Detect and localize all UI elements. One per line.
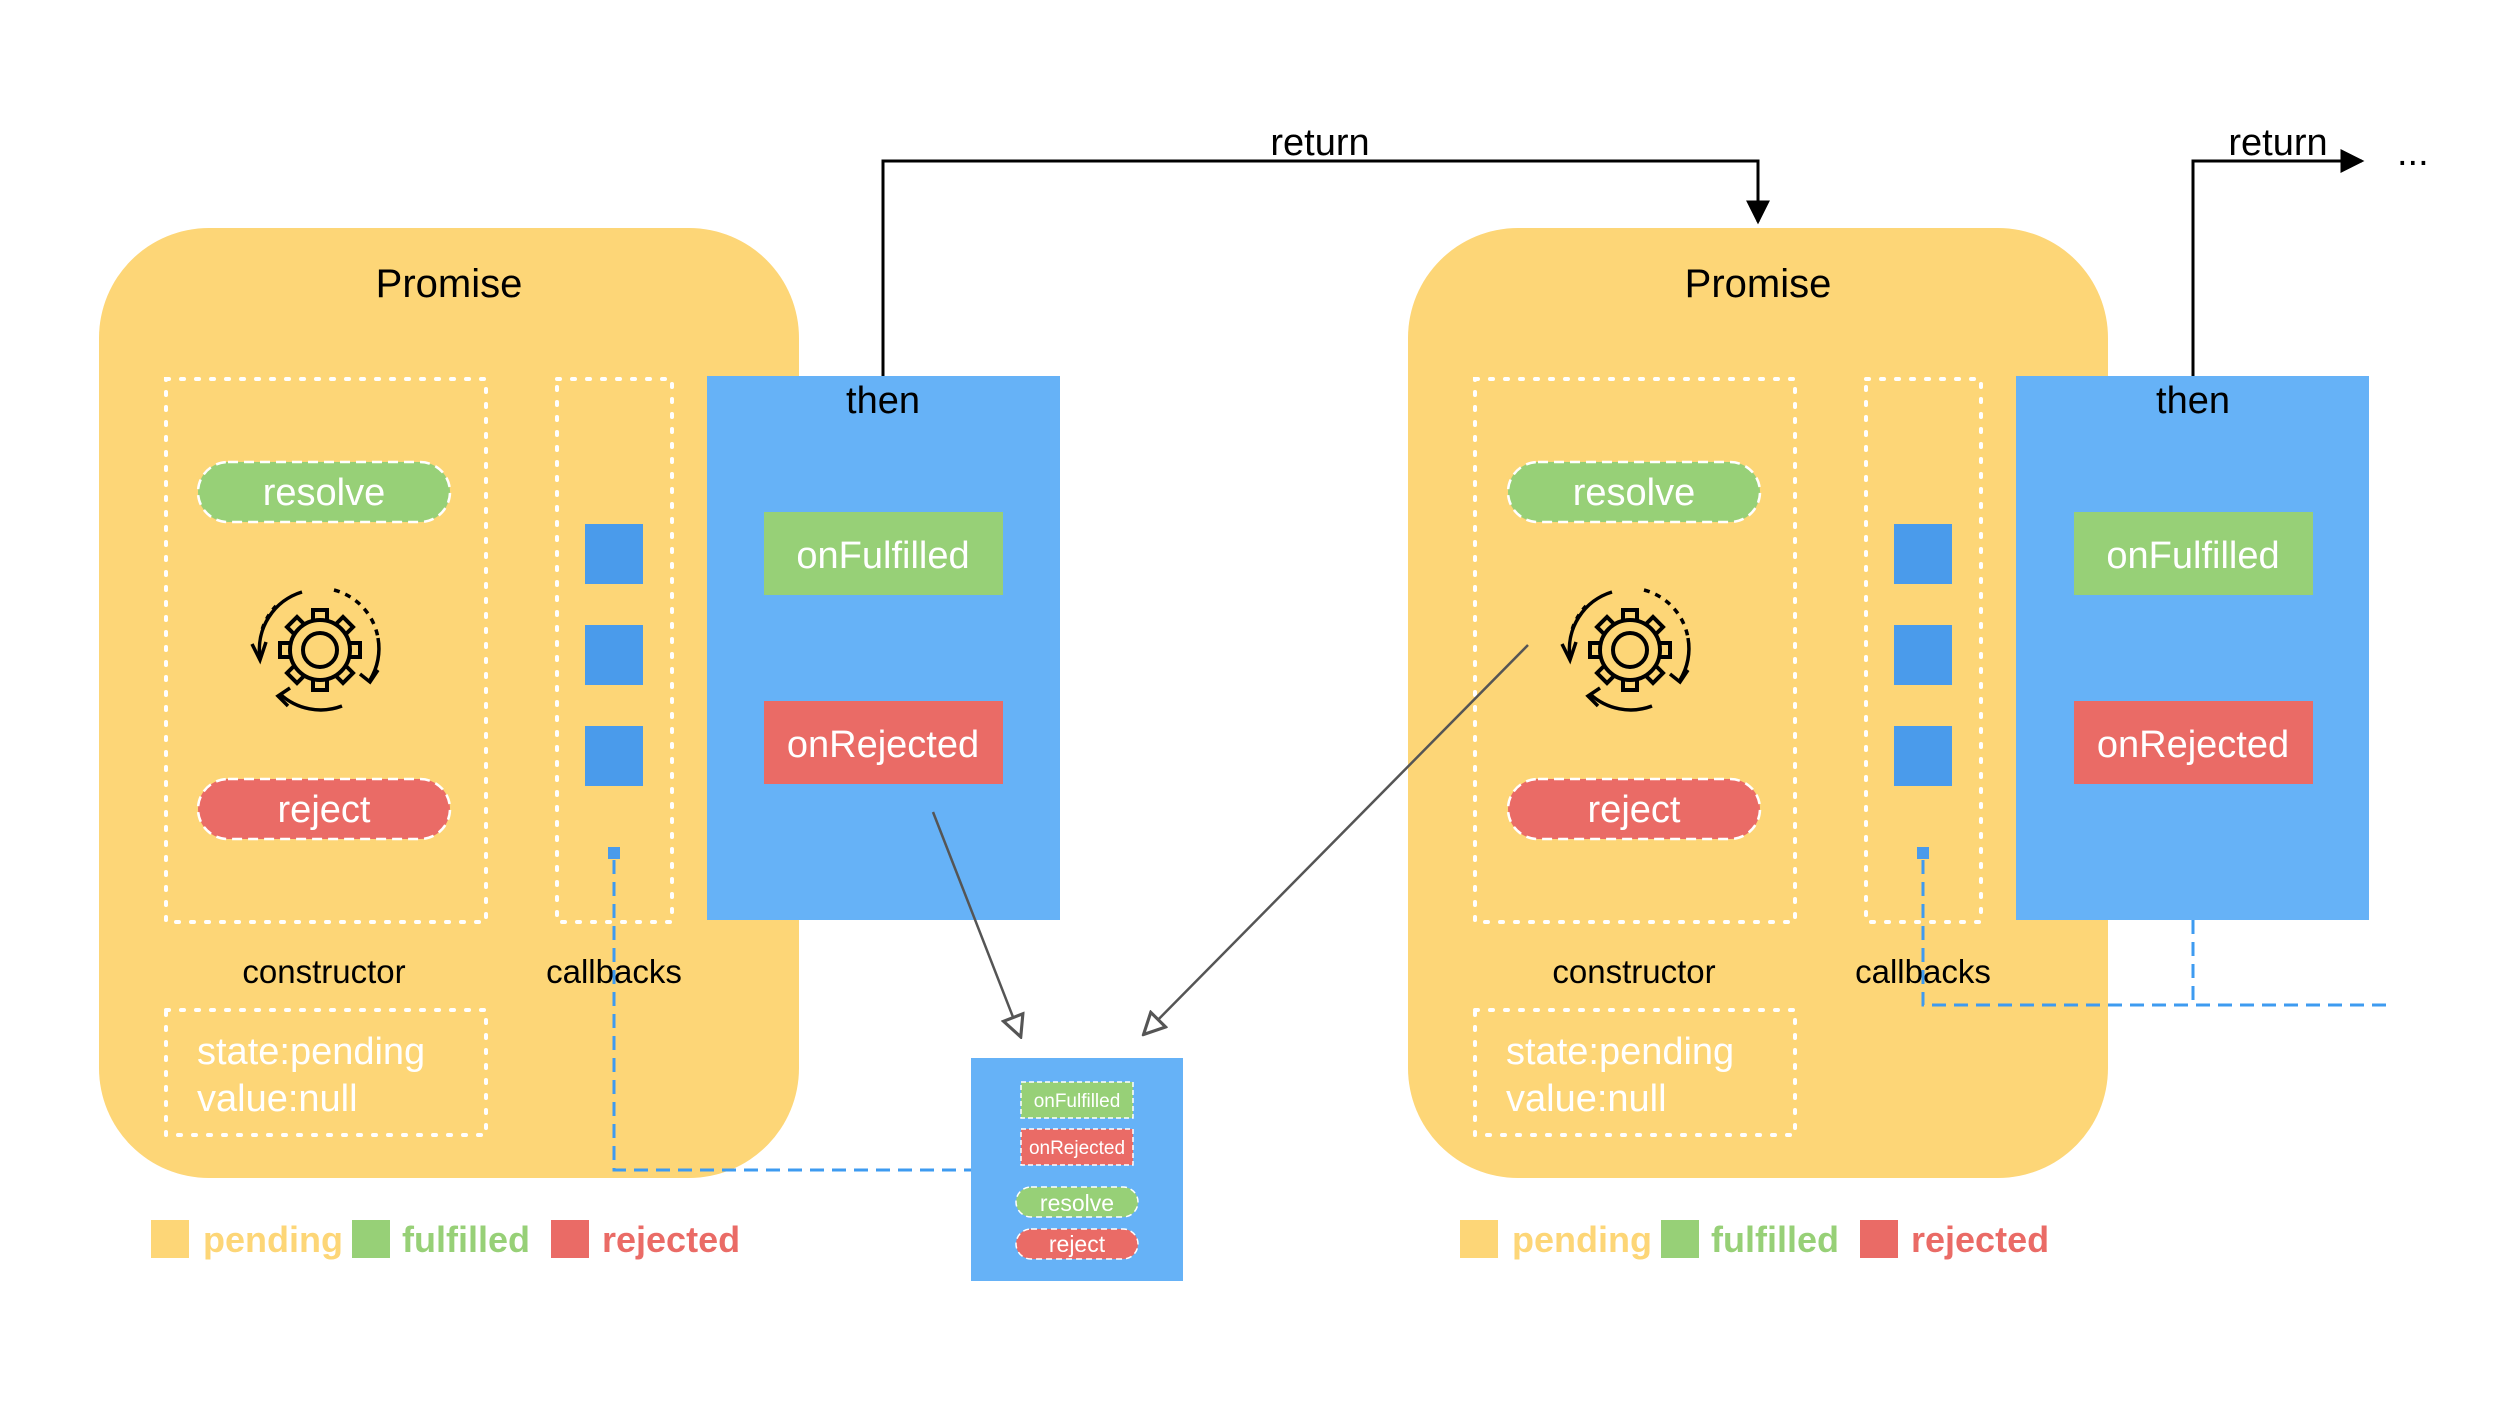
callback-slot <box>585 625 643 685</box>
legend-label-rejected: rejected <box>1911 1219 2049 1260</box>
state-text-1: state:pending <box>197 1031 425 1073</box>
then-container-2 <box>2016 376 2369 920</box>
on-fulfilled-box-1 <box>764 512 1003 595</box>
promise-title-1: Promise <box>376 262 523 306</box>
return-label-2: return <box>2228 122 2327 164</box>
state-text-2: state:pending <box>1506 1031 1734 1073</box>
legend-swatch-pending <box>1460 1220 1498 1258</box>
legend-swatch-fulfilled <box>352 1220 390 1258</box>
then-title-1: then <box>846 380 920 422</box>
constructor-label-1: constructor <box>242 953 405 990</box>
on-fulfilled-label-2: onFulfilled <box>2106 535 2279 577</box>
constructor-to-callback-arrow <box>1145 644 1529 1033</box>
callback-slot <box>1894 524 1952 584</box>
legend-label-fulfilled: fulfilled <box>402 1219 530 1260</box>
mini-on-fulfilled-box <box>1020 1081 1134 1119</box>
on-rejected-label-1: onRejected <box>787 724 979 766</box>
mini-on-rejected-box <box>1020 1128 1134 1166</box>
legend-swatch-fulfilled <box>1661 1220 1699 1258</box>
value-text-1: value:null <box>197 1078 358 1120</box>
promise-block-1: Promise resolve reject constructor callb… <box>99 228 799 1178</box>
value-text-2: value:null <box>1506 1078 1667 1120</box>
then-container-1 <box>707 376 1060 920</box>
promise-block-2: Promise resolve reject constructor callb… <box>1408 228 2108 1178</box>
callback-link-1 <box>612 860 971 1172</box>
callback-slot <box>1894 726 1952 786</box>
legend-label-rejected: rejected <box>602 1219 740 1260</box>
reject-label-1: reject <box>278 789 371 831</box>
callback-slot <box>585 524 643 584</box>
on-fulfilled-label-1: onFulfilled <box>796 535 969 577</box>
resolve-pill-2 <box>1506 460 1762 524</box>
constructor-area-1 <box>164 377 488 924</box>
mini-reject-pill <box>1015 1228 1139 1260</box>
return-label-1: return <box>1270 122 1369 164</box>
resolve-label-1: resolve <box>263 472 386 514</box>
legend-label-pending: pending <box>1512 1219 1652 1260</box>
callback-entry-block: onFulfilled onRejected resolve reject <box>971 1058 1183 1281</box>
then-block-2: then onFulfilled onRejected <box>2016 376 2369 920</box>
resolve-pill-1 <box>196 460 452 524</box>
state-area-2 <box>1473 1008 1797 1137</box>
callback-slot-dot <box>608 847 620 859</box>
then-block-1: then onFulfilled onRejected <box>707 376 1060 920</box>
resolve-label-2: resolve <box>1573 472 1696 514</box>
on-fulfilled-box-2 <box>2074 512 2313 595</box>
on-rejected-box-1 <box>764 701 1003 784</box>
legend-swatch-rejected <box>1860 1220 1898 1258</box>
callback-slot <box>1894 625 1952 685</box>
mini-resolve-pill <box>1015 1186 1139 1218</box>
legend-label-pending: pending <box>203 1219 343 1260</box>
mini-on-rejected-label: onRejected <box>1029 1138 1125 1159</box>
legend-swatch-pending <box>151 1220 189 1258</box>
state-area-1 <box>164 1008 488 1137</box>
mini-resolve-label: resolve <box>1040 1190 1114 1216</box>
on-rejected-box-2 <box>2074 701 2313 784</box>
return-arrow-1 <box>881 159 1770 376</box>
continuation-ellipsis: ... <box>2397 132 2429 174</box>
constructor-label-2: constructor <box>1552 953 1715 990</box>
reject-pill-2 <box>1506 777 1762 841</box>
mini-reject-label: reject <box>1049 1231 1106 1257</box>
on-rejected-label-2: onRejected <box>2097 724 2289 766</box>
reject-pill-1 <box>196 777 452 841</box>
constructor-area-2 <box>1473 377 1797 924</box>
legend-2: pending fulfilled rejected <box>1460 1219 2049 1260</box>
then-title-2: then <box>2156 380 2230 422</box>
legend-1: pending fulfilled rejected <box>151 1219 740 1260</box>
reject-label-2: reject <box>1588 789 1681 831</box>
promise-title-2: Promise <box>1685 262 1832 306</box>
callback-link-2 <box>1921 860 2390 1007</box>
return-arrow-2 <box>2191 149 2365 376</box>
on-rejected-to-callback-arrow <box>931 811 1020 1035</box>
callback-slot-dot <box>1917 847 1929 859</box>
callback-slot <box>585 726 643 786</box>
legend-label-fulfilled: fulfilled <box>1711 1219 1839 1260</box>
mini-on-fulfilled-label: onFulfilled <box>1034 1091 1121 1112</box>
legend-swatch-rejected <box>551 1220 589 1258</box>
